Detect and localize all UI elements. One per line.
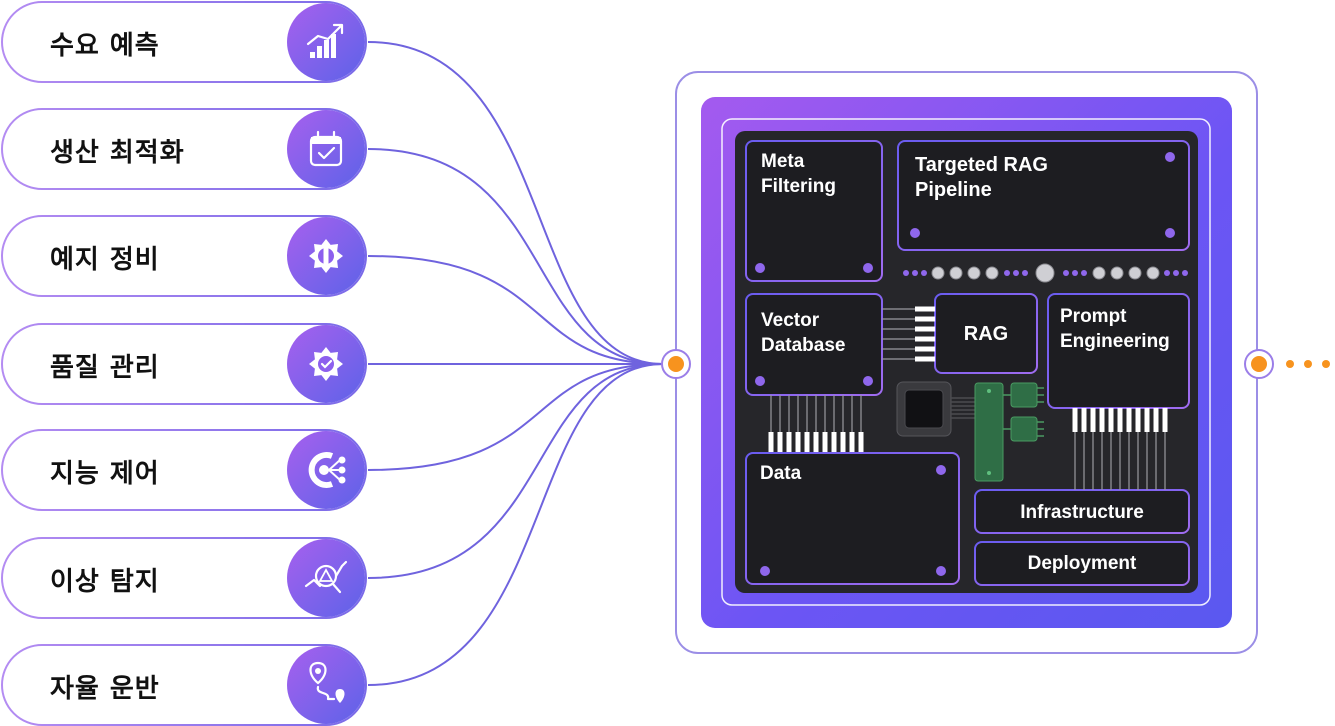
infrastructure-block (974, 489, 1190, 534)
wire-bundles (768, 306, 1168, 490)
use-case-label: 이상 탐지 (50, 567, 160, 597)
use-case-pill[interactable] (1, 429, 367, 511)
vector-database-block (745, 293, 883, 396)
rag-block (934, 293, 1038, 374)
chip-inner-border (721, 118, 1211, 606)
gear-check-icon (309, 347, 343, 381)
center-components (896, 381, 1044, 482)
data-block (745, 452, 960, 585)
pill-icon-circle (287, 646, 365, 724)
use-case-label: 수요 예측 (50, 31, 160, 61)
infrastructure-label: Infrastructure (1020, 502, 1144, 523)
alert-magnifier-icon (304, 560, 348, 594)
use-case-label: 예지 정비 (50, 245, 160, 275)
use-case-label: 생산 최적화 (50, 138, 185, 168)
connection-line (367, 363, 664, 579)
connection-line (367, 148, 664, 365)
targeted-rag-block (897, 140, 1190, 251)
data-label: Data (760, 463, 802, 484)
connection-lines (367, 41, 664, 686)
deployment-label: Deployment (1027, 553, 1137, 574)
chart-growth-icon (306, 23, 344, 58)
use-case-pill[interactable] (1, 108, 367, 190)
use-case-pill[interactable] (1, 644, 367, 726)
rag-label: RAG (963, 323, 1009, 345)
pill-icon-circle (287, 539, 365, 617)
connection-line (367, 363, 664, 686)
use-case-label: 자율 운반 (50, 674, 160, 704)
output-connector-dot (1251, 356, 1267, 372)
use-case-pill[interactable] (1, 323, 367, 405)
continuation-dots (1286, 360, 1330, 368)
connection-line (367, 41, 664, 365)
use-case-label: 품질 관리 (50, 353, 160, 383)
deployment-block (974, 541, 1190, 586)
connection-line (367, 255, 664, 365)
calendar-check-icon (309, 130, 343, 167)
use-case-pill[interactable] (1, 215, 367, 297)
bus-dots-row (903, 263, 1188, 283)
route-pin-icon (309, 661, 345, 703)
use-case-pill[interactable] (1, 1, 367, 83)
meta-filtering-block (745, 140, 883, 282)
use-case-label: 지능 제어 (50, 459, 160, 489)
gear-network-icon (308, 452, 346, 488)
pill-icon-circle (287, 110, 365, 188)
input-connector-dot (668, 356, 684, 372)
use-case-pill[interactable] (1, 537, 367, 619)
wrench-gear-icon (309, 239, 343, 273)
connection-line (367, 363, 664, 471)
